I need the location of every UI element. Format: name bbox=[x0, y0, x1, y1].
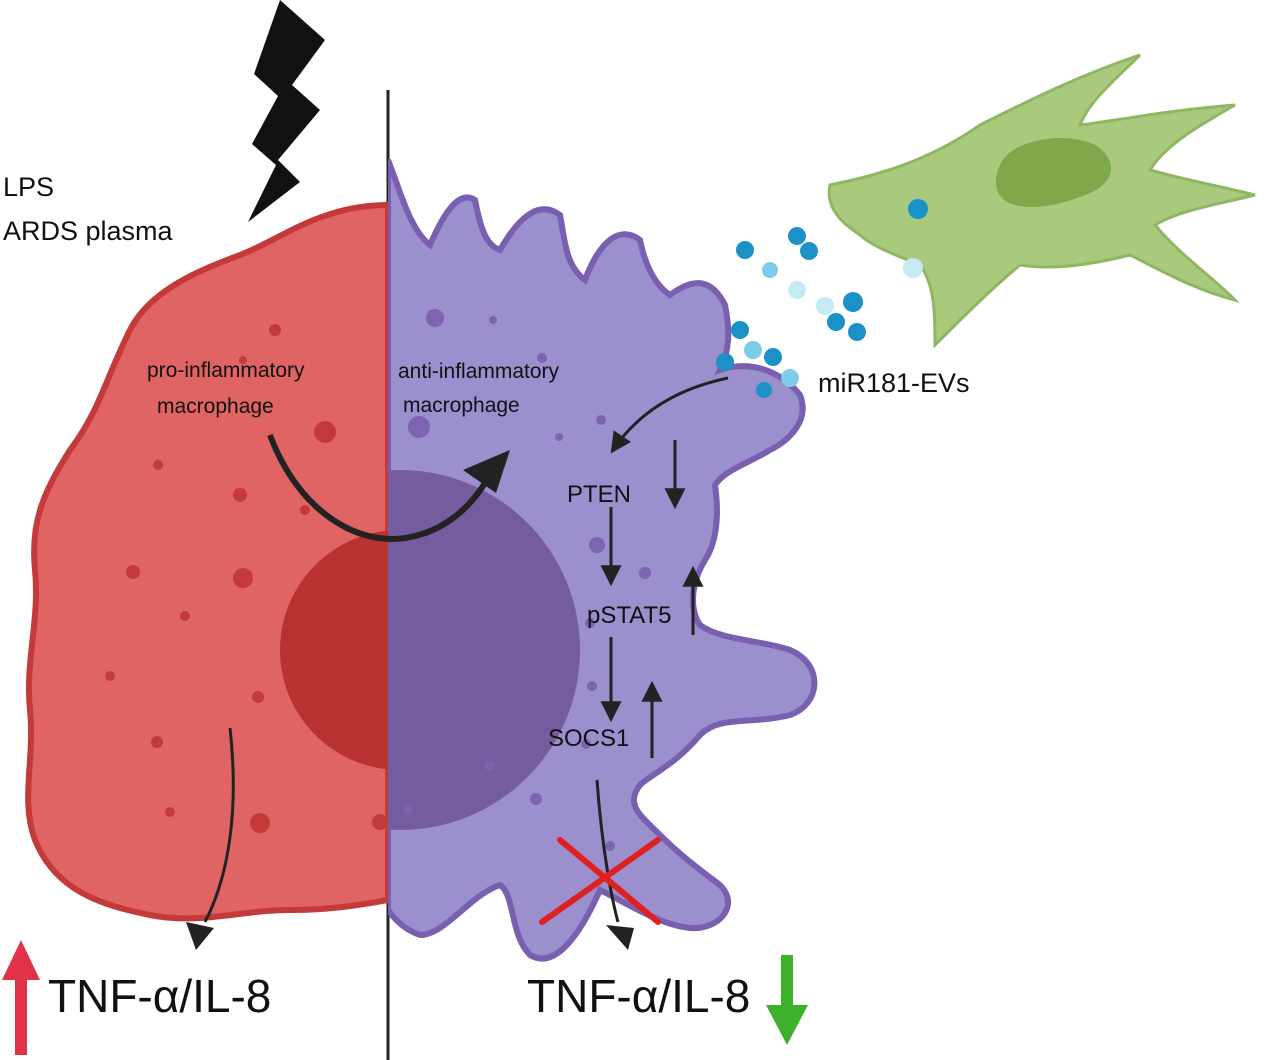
anti-macrophage-label-line1: anti-inflammatory bbox=[398, 360, 560, 383]
anti-granules bbox=[403, 309, 651, 851]
msc-cell bbox=[827, 53, 1256, 349]
right-cytokine-label: TNF-α/IL-8 bbox=[527, 970, 750, 1022]
right-release-arrow bbox=[595, 779, 620, 923]
anti-inflammatory-macrophage bbox=[388, 158, 818, 962]
pathway-step-socs1: SOCS1 bbox=[548, 725, 629, 752]
block-cross-icon bbox=[539, 837, 661, 925]
pro-nucleus bbox=[280, 530, 388, 770]
anti-macrophage-label-line2: macrophage bbox=[403, 394, 520, 417]
ev-vesicles bbox=[716, 199, 928, 398]
msc-nucleus bbox=[995, 137, 1112, 207]
pro-granules bbox=[105, 324, 388, 833]
ev-label: miR181-EVs bbox=[818, 368, 970, 398]
pathway-step-pstat5: pSTAT5 bbox=[587, 602, 671, 629]
pro-macrophage-label-line1: pro-inflammatory bbox=[147, 359, 305, 382]
lightning-bolt-icon bbox=[248, 0, 325, 222]
polarization-arrowhead bbox=[463, 450, 510, 493]
right-release-arrowhead bbox=[606, 925, 634, 950]
up-arrow-icon bbox=[2, 940, 40, 1055]
left-release-arrowhead bbox=[186, 922, 214, 950]
stimulus-label-line2: ARDS plasma bbox=[3, 216, 174, 246]
left-cytokine-label: TNF-α/IL-8 bbox=[48, 970, 271, 1022]
pro-inflammatory-macrophage bbox=[25, 201, 388, 922]
anti-nucleus bbox=[388, 470, 580, 830]
down-arrow-icon bbox=[766, 955, 808, 1045]
pro-macrophage-label-line2: macrophage bbox=[157, 395, 274, 418]
pathway-step-pten: PTEN bbox=[567, 481, 631, 508]
left-release-arrow bbox=[203, 727, 235, 923]
stimulus-label-line1: LPS bbox=[3, 172, 54, 202]
ev-uptake-arrow bbox=[610, 376, 729, 454]
polarization-arrow bbox=[267, 433, 491, 542]
